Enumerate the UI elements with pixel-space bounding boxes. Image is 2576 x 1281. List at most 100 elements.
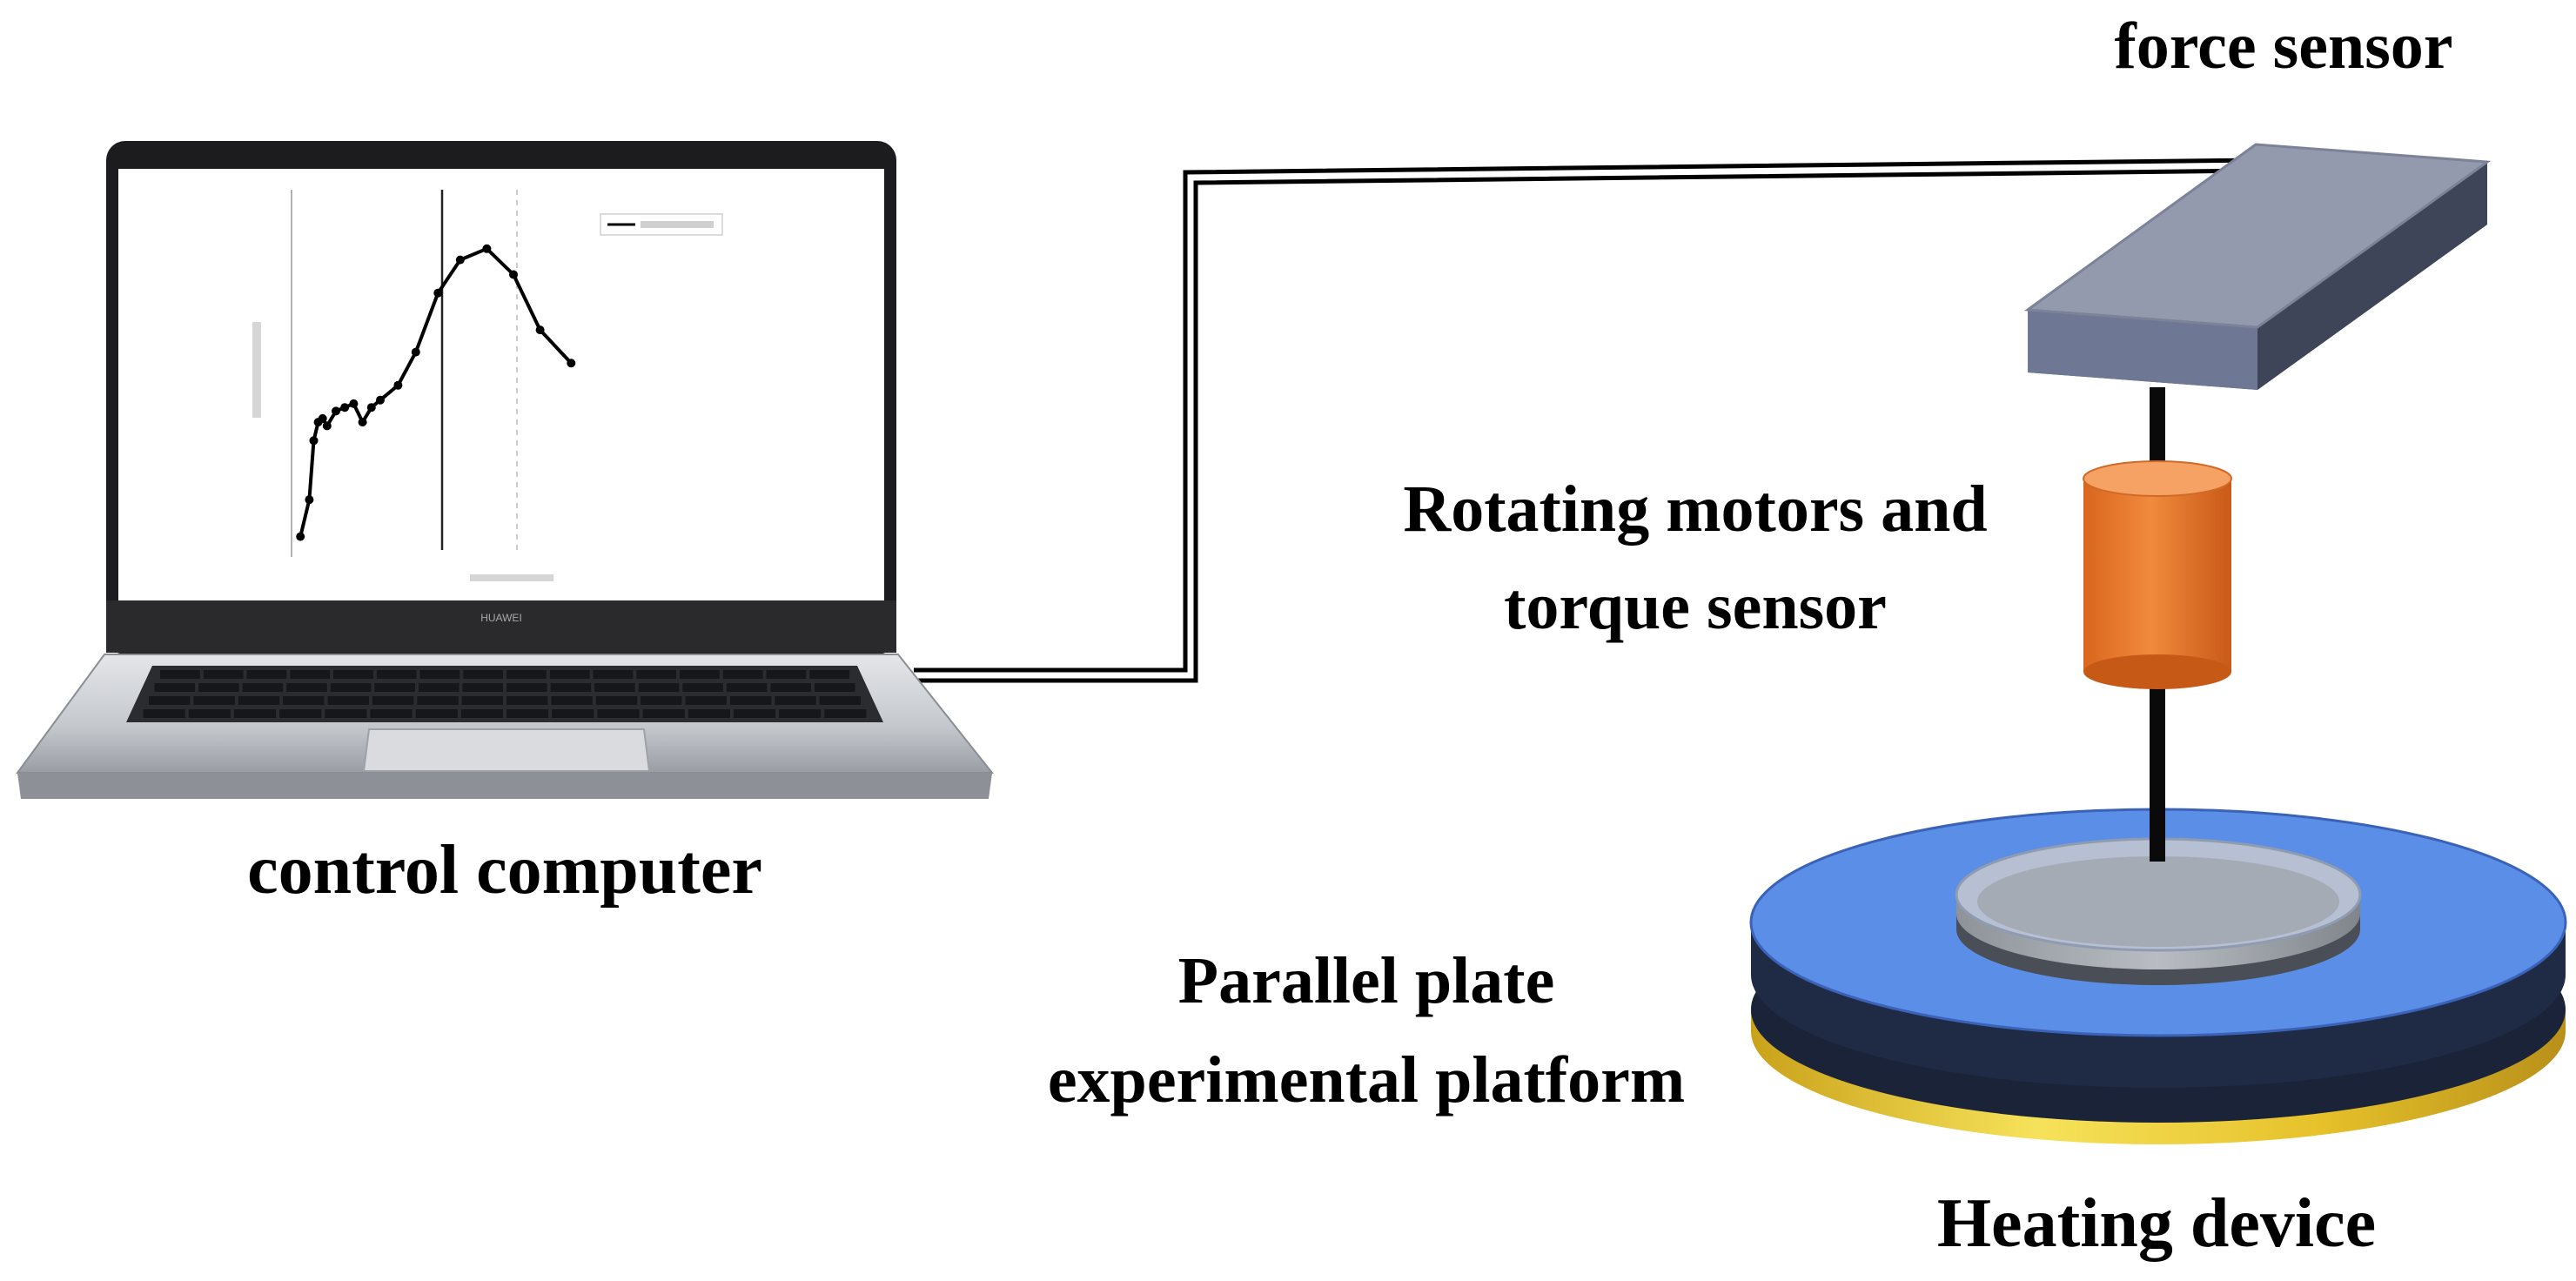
keyboard-key <box>824 709 867 718</box>
keyboard-key <box>374 683 415 692</box>
keyboard-key <box>203 670 244 679</box>
screen-chart-point <box>433 288 443 298</box>
keyboard-key <box>463 670 504 679</box>
screen-chart-point <box>296 532 305 541</box>
keyboard-key <box>597 709 640 718</box>
keyboard-key <box>685 696 727 705</box>
keyboard-key <box>242 683 284 692</box>
keyboard-key <box>506 709 549 718</box>
keyboard-key <box>283 696 325 705</box>
screen-chart-ylabel <box>252 322 261 418</box>
screen-chart-points <box>296 244 576 541</box>
keyboard-key <box>460 709 503 718</box>
keyboard-key <box>549 670 590 679</box>
keyboard-key <box>370 709 413 718</box>
keyboard-key <box>418 683 460 692</box>
screen-chart-point <box>509 270 518 279</box>
keyboard-key <box>550 683 592 692</box>
screen-chart-point <box>535 325 545 335</box>
keyboard-key <box>722 670 763 679</box>
screen-chart-point <box>376 395 385 405</box>
screen-chart-point <box>358 418 367 427</box>
sample-plate <box>1955 837 2362 985</box>
keyboard-key <box>680 670 720 679</box>
keyboard-key <box>770 683 811 692</box>
laptop-touchpad <box>362 728 651 772</box>
keyboard-key <box>552 709 594 718</box>
keyboard-key <box>154 683 196 692</box>
keyboard-key <box>594 683 635 692</box>
keyboard-key <box>372 696 414 705</box>
keyboard-key <box>726 683 768 692</box>
label-force-sensor: force sensor <box>2114 10 2452 83</box>
keyboard-key <box>149 696 191 705</box>
screen-chart-point <box>322 421 332 431</box>
laptop-keyboard <box>126 666 883 722</box>
keyboard-key <box>688 709 730 718</box>
keyboard-key <box>325 709 367 718</box>
keyboard-key <box>593 670 634 679</box>
label-rotating-motors-line1: Rotating motors and <box>1403 473 1987 546</box>
keyboard-key <box>641 696 682 705</box>
keyboard-key <box>290 670 331 679</box>
screen-chart-point <box>349 399 359 408</box>
screen-chart <box>252 190 723 581</box>
keyboard-key <box>682 683 723 692</box>
keyboard-key <box>279 709 322 718</box>
rotating-shaft <box>2150 387 2165 862</box>
keyboard-key <box>238 696 280 705</box>
keyboard-key <box>506 696 548 705</box>
keyboard-key <box>327 696 369 705</box>
screen-chart-point <box>340 403 350 412</box>
screen-chart-point <box>366 403 376 412</box>
label-control-computer: control computer <box>247 832 762 909</box>
keyboard-key <box>819 696 861 705</box>
keyboard-key <box>642 709 685 718</box>
label-parallel-plate-line1: Parallel plate <box>1178 944 1555 1017</box>
keyboard-key <box>729 696 772 705</box>
keyboard-key <box>779 709 822 718</box>
label-rotating-motors-line2: torque sensor <box>1504 570 1887 643</box>
keyboard-key <box>506 683 547 692</box>
keyboard-key <box>330 683 372 692</box>
keyboard-key <box>461 696 503 705</box>
screen-chart-point <box>455 255 465 265</box>
keyboard-keys <box>143 670 867 718</box>
keyboard-key <box>506 670 547 679</box>
keyboard-key <box>198 683 239 692</box>
keyboard-key <box>766 670 807 679</box>
keyboard-key <box>462 683 503 692</box>
keyboard-key <box>636 670 677 679</box>
keyboard-key <box>551 696 593 705</box>
screen-chart-point <box>482 244 492 253</box>
screen-chart-point <box>332 406 340 416</box>
keyboard-key <box>333 670 373 679</box>
keyboard-key <box>246 670 287 679</box>
rotating-motor-torque-sensor <box>2083 460 2232 689</box>
keyboard-key <box>417 696 459 705</box>
screen-chart-xlabel <box>470 574 553 581</box>
keyboard-key <box>188 709 231 718</box>
keyboard-key <box>733 709 776 718</box>
keyboard-key <box>286 683 327 692</box>
keyboard-key <box>415 709 458 718</box>
screen-chart-point <box>309 436 319 446</box>
screen-chart-point <box>411 347 420 357</box>
keyboard-key <box>160 670 200 679</box>
signal-cable <box>914 158 2264 683</box>
label-heating-device: Heating device <box>1937 1185 2376 1262</box>
screen-chart-point <box>393 380 403 390</box>
screen-chart-point <box>567 359 576 368</box>
control-computer-laptop: HUAWEI <box>16 141 995 799</box>
keyboard-key <box>595 696 638 705</box>
keyboard-key <box>814 683 855 692</box>
keyboard-key <box>376 670 417 679</box>
keyboard-key <box>419 670 460 679</box>
keyboard-key <box>775 696 816 705</box>
keyboard-key <box>233 709 277 718</box>
keyboard-key <box>809 670 850 679</box>
keyboard-key <box>143 709 185 718</box>
laptop-brand-text: HUAWEI <box>480 612 522 624</box>
keyboard-key <box>193 696 235 705</box>
